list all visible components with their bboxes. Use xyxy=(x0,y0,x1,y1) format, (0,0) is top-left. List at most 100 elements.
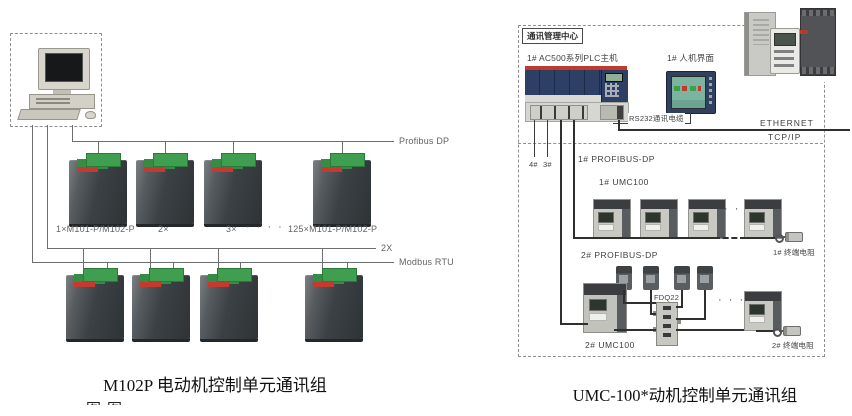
computer-keyboard-icon xyxy=(17,109,81,120)
profibus-drop-wire xyxy=(98,141,99,153)
umc100-red-accent xyxy=(800,30,808,34)
profibus-drop-wire xyxy=(342,141,343,153)
computer-screen-icon xyxy=(45,53,83,82)
mini-starter-device xyxy=(643,266,659,290)
mini-device-wire xyxy=(623,290,625,303)
modbus-bus-line xyxy=(32,262,394,263)
computer-mouse-icon xyxy=(85,111,96,119)
left-diagram-caption: M102P 电动机控制单元通讯组 xyxy=(103,376,327,395)
plc-red-strip xyxy=(525,66,627,70)
mini-device-wire xyxy=(650,290,652,315)
profibus2-chain-wire xyxy=(756,330,775,332)
profibus2-label: 2# PROFIBUS-DP xyxy=(581,250,658,260)
m102p-device xyxy=(69,153,127,224)
modbus-drop-wire xyxy=(240,262,241,268)
2x-bus-label: 2X xyxy=(381,243,393,253)
profibus-drop-wire xyxy=(165,141,166,153)
2x-bus-line xyxy=(47,248,376,249)
profibus2-trunk-wire xyxy=(560,120,562,325)
m102p-device xyxy=(66,268,124,339)
fdq22-distribution-block xyxy=(653,302,678,346)
terminating-resistor-icon xyxy=(773,326,801,337)
mini-device-wire xyxy=(676,306,683,308)
modbus-bus-label: Modbus RTU xyxy=(399,257,454,267)
modbus-drop-wire xyxy=(173,262,174,268)
computer-dashed-box xyxy=(10,33,102,127)
ethernet-riser-wire xyxy=(618,120,620,130)
mini-device-wire xyxy=(704,290,706,320)
umc100-device xyxy=(744,199,782,239)
umc100-big-device xyxy=(583,283,627,333)
umc100-device xyxy=(640,199,678,239)
hmi-label: 1# 人机界面 xyxy=(667,53,715,63)
mini-device-wire xyxy=(676,318,706,320)
profibus-bus-label: Profibus DP xyxy=(399,136,450,146)
comm-center-title-box: 通讯管理中心 xyxy=(522,28,584,44)
umc1-group-label: 1# UMC100 xyxy=(599,177,649,187)
ellipsis-dots: · · · · xyxy=(246,221,284,233)
umc100-control-panel xyxy=(770,28,800,74)
plc-spare-drop-wire xyxy=(534,120,535,157)
umc100-device xyxy=(593,199,631,239)
terminating-resistor-icon xyxy=(775,232,803,243)
pc-to-2x-wire xyxy=(47,125,48,248)
fdq22-label: FDQ22 xyxy=(653,293,681,302)
plc-io-modules xyxy=(525,70,601,102)
pc-to-profibus-wire xyxy=(72,125,73,141)
ethernet-label: ETHERNET xyxy=(760,118,814,128)
terminator1-label: 1# 终端电阻 xyxy=(773,248,815,257)
umc100-device xyxy=(744,291,782,331)
profibus-drop-wire xyxy=(233,141,234,153)
m102p-device xyxy=(132,268,190,339)
mini-starter-device xyxy=(697,266,713,290)
2x-drop-wire xyxy=(218,248,219,268)
modbus-drop-wire xyxy=(107,262,108,268)
ellipsis-dots: · · · xyxy=(724,203,752,215)
umc100-body-module xyxy=(744,12,776,76)
m102p-device xyxy=(204,153,262,224)
plc-terminal-base xyxy=(525,102,629,122)
hmi-touchscreen-icon xyxy=(666,71,716,114)
ethernet-line xyxy=(618,129,850,131)
profibus1-chain-wire xyxy=(573,237,714,239)
tcpip-label: TCP/IP xyxy=(768,132,802,142)
2x-drop-wire xyxy=(322,248,323,268)
rs232-label: RS232通讯电缆 xyxy=(628,113,685,124)
mini-starter-device xyxy=(674,266,690,290)
left-caption-clipped-line: 图图 xyxy=(86,398,128,405)
rs232-wire xyxy=(690,112,691,123)
terminator2-label: 2# 终端电阻 xyxy=(771,340,815,351)
computer-case-icon xyxy=(29,94,95,109)
device-count-label: 1×M101-P/M102-P xyxy=(56,224,135,234)
m102p-device xyxy=(313,153,371,224)
modbus-drop-wire xyxy=(347,262,348,268)
plc-icon xyxy=(525,66,629,122)
2x-drop-wire xyxy=(83,248,84,268)
profibus2-chain-wire xyxy=(614,329,656,331)
plc-cpu-module xyxy=(601,70,628,102)
device-count-label: 125×M101-P/M102-P xyxy=(288,224,378,234)
m102p-device xyxy=(136,153,194,224)
2x-drop-wire xyxy=(150,248,151,268)
umc2-group-label: 2# UMC100 xyxy=(585,340,635,350)
profibus1-trunk-wire xyxy=(573,120,575,237)
ellipsis-dots: · · · xyxy=(718,294,746,306)
mini-device-wire xyxy=(623,302,656,304)
device-count-label: 2× xyxy=(158,224,169,234)
computer-monitor-icon xyxy=(38,48,90,90)
section-divider-dashed-line xyxy=(518,143,823,144)
hmi-buttons xyxy=(709,77,712,107)
mini-device-wire xyxy=(650,313,656,315)
m102p-device xyxy=(305,268,363,339)
computer-stand-icon xyxy=(53,90,71,94)
profibus1-chain-wire xyxy=(746,237,777,239)
plc-spare-drop-wire xyxy=(547,120,548,157)
profibus1-label: 1# PROFIBUS-DP xyxy=(578,154,655,164)
profibus2-chain-wire xyxy=(560,323,588,325)
mini-device-wire xyxy=(681,290,683,308)
umc100-io-module xyxy=(800,8,836,76)
umc100-device xyxy=(688,199,726,239)
m102p-device xyxy=(200,268,258,339)
profibus2-chain-wire xyxy=(676,329,756,331)
